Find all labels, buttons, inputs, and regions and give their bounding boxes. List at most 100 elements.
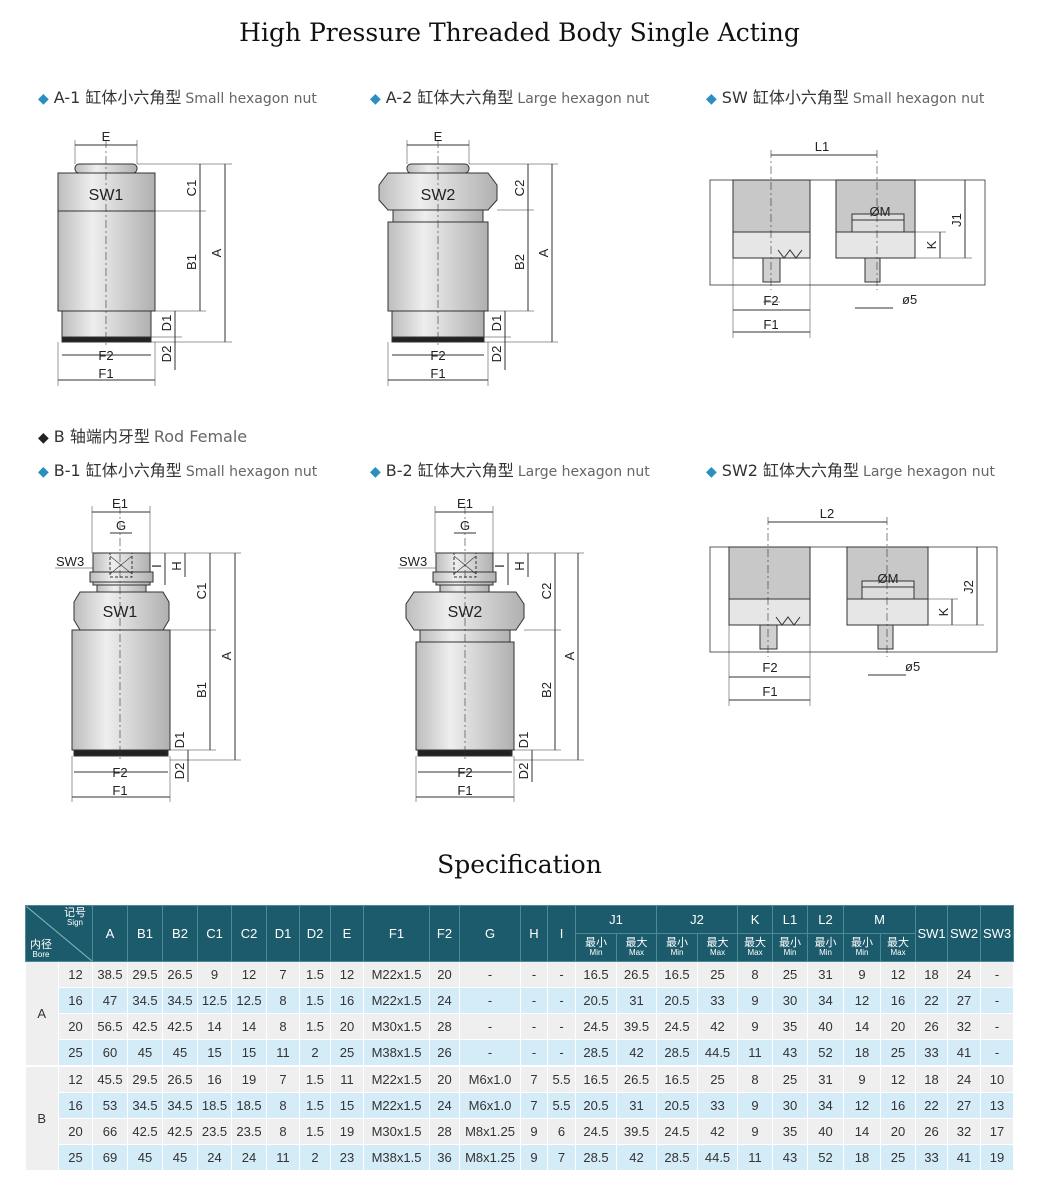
dim-label: J1	[949, 213, 964, 227]
value-cell: M8x1.25	[459, 1144, 521, 1171]
value-cell: 9	[737, 1013, 774, 1040]
value-cell: 24	[197, 1144, 232, 1171]
value-cell: 26.5	[162, 961, 198, 988]
dim-label: SW2	[448, 604, 483, 621]
bore-cell: 12	[58, 1065, 93, 1093]
value-cell: M22x1.5	[363, 1065, 430, 1093]
value-cell: 15	[231, 1039, 267, 1067]
value-cell: -	[520, 987, 548, 1014]
bore-cell: 25	[58, 1144, 93, 1171]
value-cell: -	[980, 1039, 1015, 1067]
value-cell: -	[520, 1039, 548, 1067]
section-label: A-1 缸体小六角型	[53, 88, 182, 107]
value-cell: 9	[737, 1118, 774, 1145]
value-cell: 12.5	[197, 987, 232, 1014]
dim-label: A	[219, 651, 234, 660]
dim-label: A	[209, 248, 224, 257]
value-cell: -	[980, 987, 1015, 1014]
value-cell: 24.5	[656, 1013, 699, 1040]
value-cell: 20	[330, 1013, 364, 1040]
drawing-sw2	[709, 517, 998, 706]
value-cell: 9	[197, 961, 232, 988]
specification-title: Specification	[437, 850, 602, 879]
value-cell: 8	[266, 1013, 300, 1040]
bore-cell: 16	[58, 1092, 93, 1119]
dim-label: ø5	[902, 292, 917, 307]
value-cell: 20	[429, 1065, 460, 1093]
value-cell: 16.5	[575, 961, 617, 988]
value-cell: 24	[947, 961, 982, 988]
section-label-en: Small hexagon nut	[852, 91, 985, 107]
value-cell: M38x1.5	[363, 1144, 430, 1171]
col-header: C2	[231, 905, 267, 962]
value-cell: 15	[197, 1039, 232, 1067]
value-cell: 25	[330, 1039, 364, 1067]
value-cell: 69	[92, 1144, 128, 1171]
section-label-en: Rod Female	[153, 427, 248, 446]
dim-label: SW3	[399, 554, 427, 569]
dim-label: SW2	[421, 187, 456, 204]
dim-label: D1	[489, 315, 504, 332]
value-cell: 30	[772, 1092, 809, 1119]
dim-label: H	[169, 561, 184, 570]
value-cell: 40	[807, 1118, 845, 1145]
col-header: K	[737, 905, 774, 934]
value-cell: 18	[843, 1039, 882, 1067]
value-cell: 34.5	[127, 1092, 163, 1119]
value-cell: 16.5	[575, 1065, 617, 1093]
dim-label: D1	[172, 732, 187, 749]
value-cell: 31	[807, 1065, 845, 1093]
bore-cell: 25	[58, 1039, 93, 1067]
subheader-en: Min	[783, 948, 797, 957]
value-cell: 45	[162, 1144, 198, 1171]
value-cell: 42	[616, 1039, 658, 1067]
value-cell: 53	[92, 1092, 128, 1119]
value-cell: 32	[947, 1118, 982, 1145]
value-cell: 52	[807, 1039, 845, 1067]
dim-label: ø5	[905, 659, 920, 674]
dim-label: L2	[820, 506, 834, 521]
drawing-b1	[55, 506, 241, 802]
value-cell: 9	[843, 961, 882, 988]
value-cell: 26	[915, 1013, 949, 1040]
col-header: D2	[299, 905, 331, 962]
value-cell: 11	[266, 1039, 300, 1067]
value-cell: -	[547, 961, 576, 988]
value-cell: 13	[980, 1092, 1015, 1119]
dim-label: H	[512, 561, 527, 570]
value-cell: 12	[843, 987, 882, 1014]
col-header: C1	[197, 905, 232, 962]
dim-label: D2	[159, 346, 174, 363]
value-cell: M6x1.0	[459, 1065, 521, 1093]
value-cell: 47	[92, 987, 128, 1014]
dim-label: D2	[172, 763, 187, 780]
value-cell: 30	[772, 987, 809, 1014]
value-cell: 39.5	[616, 1118, 658, 1145]
value-cell: -	[547, 1039, 576, 1067]
section-label: B-1 缸体小六角型	[53, 461, 182, 480]
col-header: L1	[772, 905, 809, 934]
value-cell: 20	[880, 1013, 917, 1040]
value-cell: 6	[547, 1118, 576, 1145]
value-cell: 44.5	[697, 1039, 739, 1067]
value-cell: 16	[880, 1092, 917, 1119]
dim-label: A	[562, 651, 577, 660]
value-cell: 31	[616, 1092, 658, 1119]
value-cell: 45	[127, 1039, 163, 1067]
value-cell: 20.5	[575, 1092, 617, 1119]
value-cell: 24	[947, 1065, 982, 1093]
dim-label: F2	[430, 348, 445, 363]
value-cell: 52	[807, 1144, 845, 1171]
value-cell: 1.5	[299, 1065, 331, 1093]
